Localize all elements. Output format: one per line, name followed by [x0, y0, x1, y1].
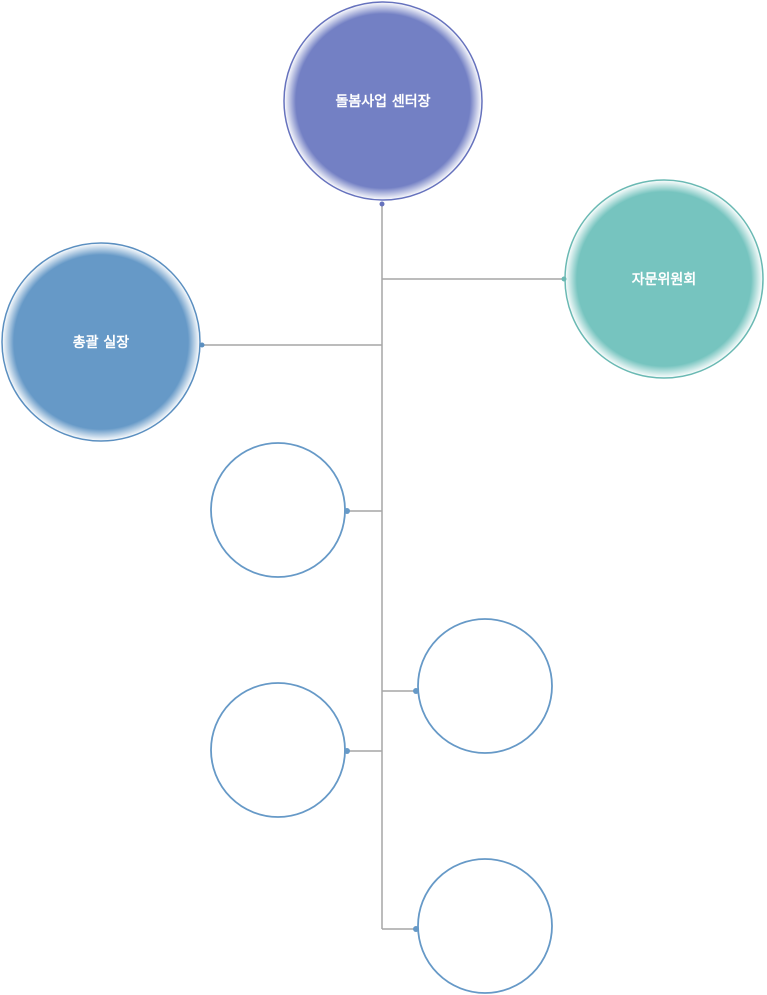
connector-dot: [199, 342, 205, 348]
node-team-1-circle: [210, 442, 346, 578]
node-director-circle: [283, 1, 483, 201]
connector-dot: [413, 926, 419, 932]
connectors: [203, 204, 563, 930]
node-team-2-circle: [417, 618, 553, 754]
connector-dot: [344, 508, 350, 514]
connector-dot: [413, 688, 419, 694]
node-advisory[interactable]: 자문위원회: [561, 179, 764, 379]
node-advisory-label: 자문위원회: [632, 272, 696, 288]
node-team-4[interactable]: [413, 858, 553, 994]
node-general-manager-label: 총괄 실장: [73, 334, 130, 351]
connector-dot: [561, 276, 567, 282]
node-team-2[interactable]: [413, 618, 553, 754]
node-team-4-circle: [417, 858, 553, 994]
connector-dot: [379, 201, 385, 207]
node-team-3[interactable]: [210, 682, 350, 818]
node-team-1[interactable]: [210, 442, 350, 578]
node-general-manager-circle: [1, 242, 201, 442]
node-director-label: 돌봄사업 센터장: [335, 93, 430, 110]
node-director[interactable]: 돌봄사업 센터장: [283, 1, 483, 207]
node-team-3-circle: [210, 682, 346, 818]
connector-dot: [344, 748, 350, 754]
node-general-manager[interactable]: 총괄 실장: [1, 242, 205, 442]
